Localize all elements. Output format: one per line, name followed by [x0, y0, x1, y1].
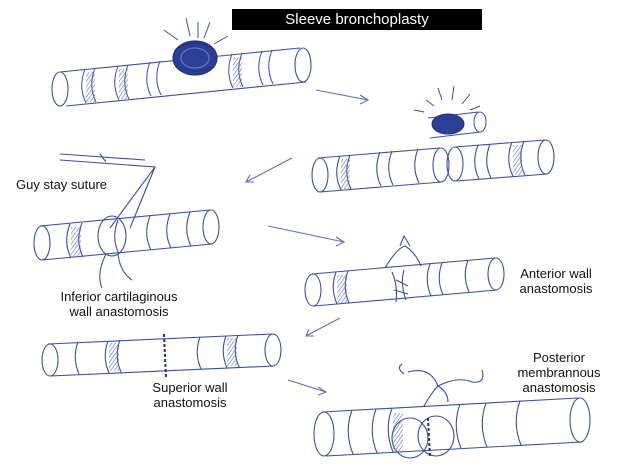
- label-inferior-line1: Inferior cartilaginous: [24, 289, 214, 304]
- superior-wall-step: [42, 334, 281, 378]
- resected-sleeve-segment: [414, 86, 486, 138]
- label-inferior-line2: wall anastomosis: [24, 304, 214, 319]
- arrow-3: [268, 226, 344, 246]
- arrow-1: [316, 90, 368, 104]
- label-superior-line1: Superior wall: [120, 380, 260, 395]
- arrow-4: [306, 318, 340, 336]
- diagram-title: Sleeve bronchoplasty: [232, 9, 482, 30]
- arrow-5: [288, 380, 326, 395]
- arrow-2: [246, 158, 292, 182]
- flow-arrows: [246, 90, 368, 395]
- divided-bronchus: [312, 140, 554, 192]
- label-superior-line2: anastomosis: [120, 395, 260, 410]
- guy-stay-suture-step: [34, 154, 219, 288]
- tumor-mass: [164, 18, 228, 75]
- label-anterior-line1: Anterior wall: [496, 266, 616, 281]
- label-posterior-line1: Posterior: [504, 350, 614, 365]
- label-posterior-line3: anastomosis: [504, 380, 614, 395]
- label-guy-stay-suture: Guy stay suture: [16, 177, 107, 192]
- anterior-wall-step: [305, 236, 504, 306]
- label-posterior-line2: membrannous: [504, 365, 614, 380]
- label-anterior-line2: anastomosis: [496, 281, 616, 296]
